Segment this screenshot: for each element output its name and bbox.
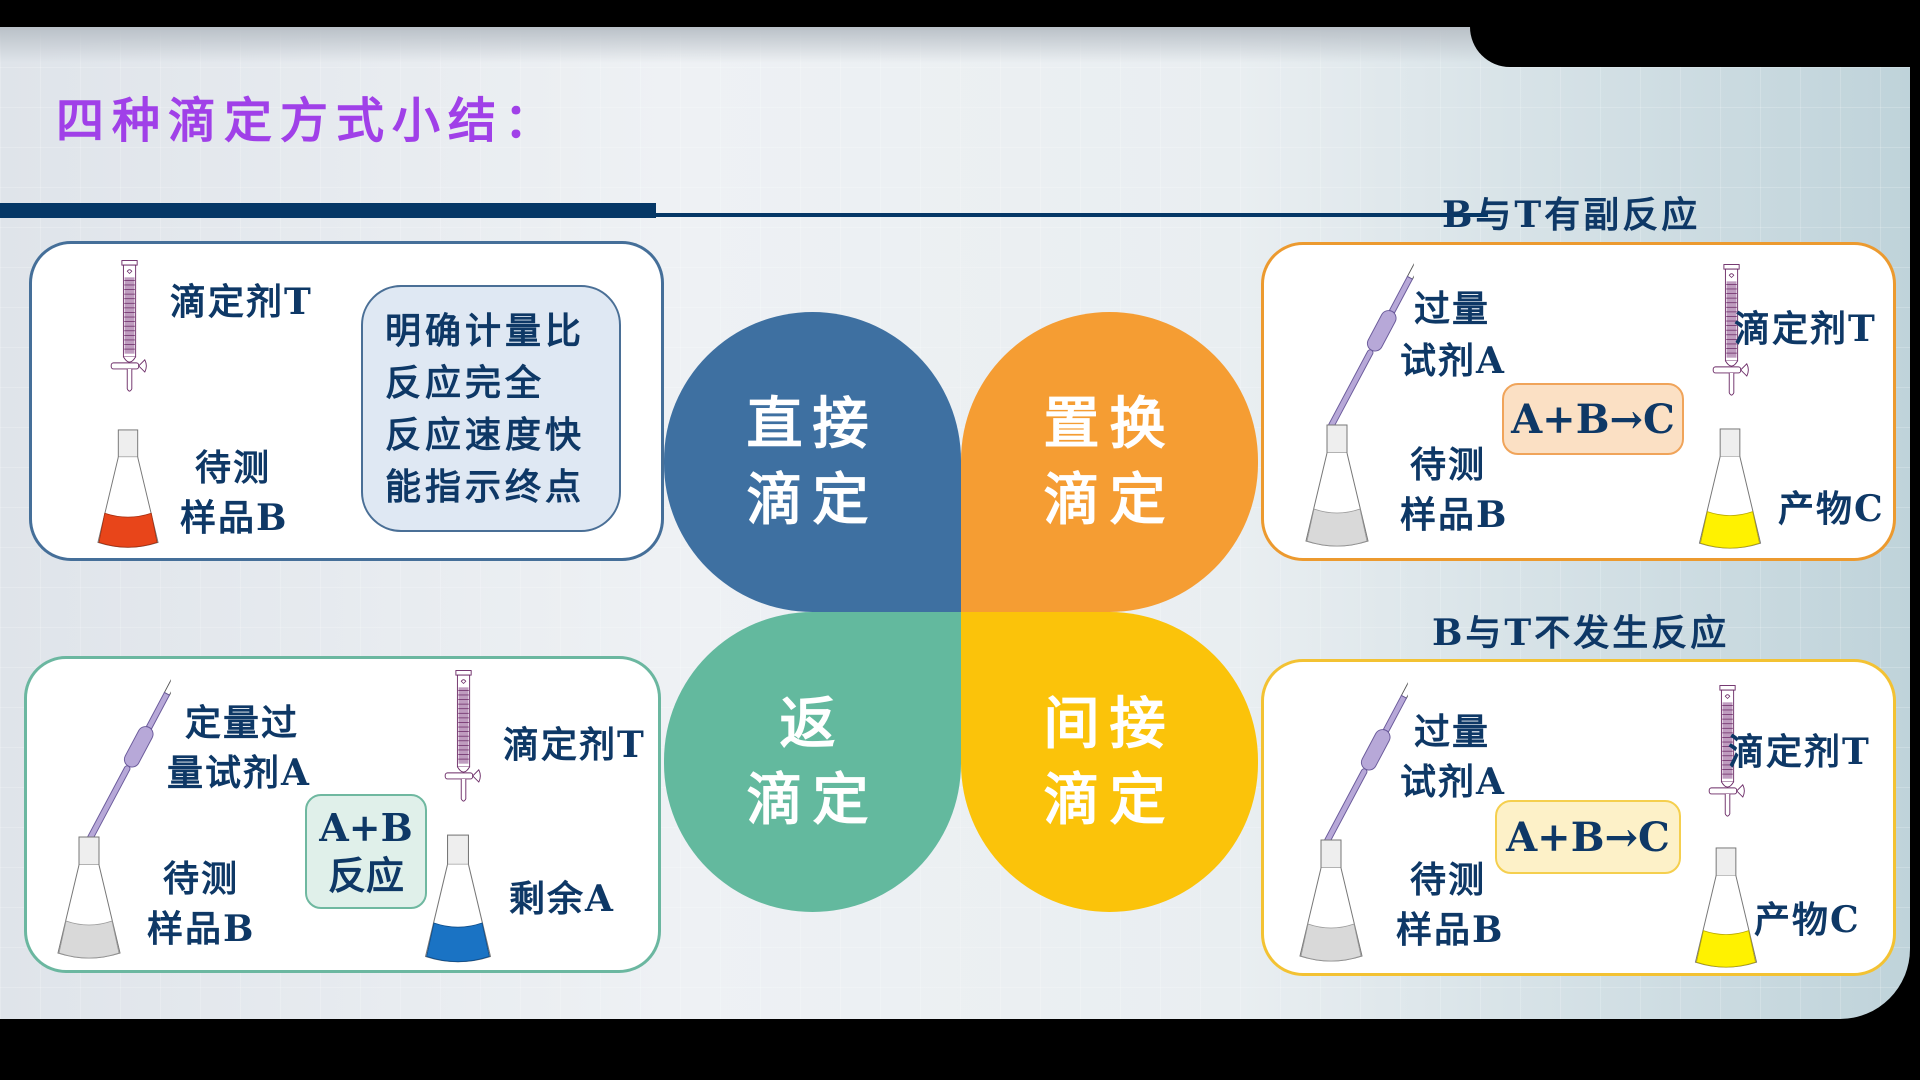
petal-label: 直接 bbox=[746, 391, 879, 457]
flask-icon bbox=[1296, 838, 1366, 968]
indirect-condition-label: B与T不发生反应 bbox=[1432, 612, 1730, 654]
sample-label-line1: 待测 bbox=[195, 447, 272, 489]
reaction-box: A+B 反应 bbox=[305, 794, 427, 909]
reagent-label-line2: 试剂A bbox=[1400, 761, 1506, 803]
burette-icon bbox=[434, 669, 490, 837]
reagent-label-line1: 定量过 bbox=[185, 702, 300, 744]
indirect-titration-card: 过量 试剂A 待测 样品B A+B→C 滴定剂T 产物C bbox=[1261, 659, 1896, 976]
replacement-titration-card: 过量 试剂A 待测 样品B A+B→C 滴定剂T 产物C bbox=[1261, 242, 1896, 561]
petal-label: 间接 bbox=[1043, 691, 1176, 757]
page-title: 四种滴定方式小结： bbox=[56, 93, 561, 149]
petal-indirect-titration: 间接 滴定 bbox=[961, 612, 1258, 912]
reagent-label-line2: 试剂A bbox=[1400, 340, 1506, 382]
reaction-equation: A+B→C bbox=[1506, 813, 1670, 861]
reaction-equation-box: A+B→C bbox=[1495, 800, 1681, 874]
title-underline-thin bbox=[656, 213, 1488, 217]
petal-label: 返 bbox=[779, 691, 846, 757]
petal-back-titration: 返 滴定 bbox=[664, 612, 961, 912]
sample-label-line1: 待测 bbox=[163, 858, 240, 900]
reaction-equation: A+B bbox=[319, 804, 413, 850]
flask-icon bbox=[418, 833, 498, 969]
petal-label: 滴定 bbox=[746, 767, 879, 833]
titrant-label: 滴定剂T bbox=[503, 724, 646, 766]
title-underline-thick bbox=[0, 203, 656, 218]
flask-icon bbox=[54, 835, 124, 965]
direct-titration-card: 滴定剂T 待测 样品B 明确计量比 反应完全 反应速度快 能指示终点 bbox=[29, 241, 664, 561]
titrant-label: 滴定剂T bbox=[1728, 731, 1871, 773]
petal-label: 滴定 bbox=[1043, 767, 1176, 833]
requirement-item: 明确计量比 bbox=[385, 309, 586, 352]
burette-icon bbox=[100, 259, 156, 427]
sample-label-line1: 待测 bbox=[1410, 444, 1487, 486]
reaction-label: 反应 bbox=[327, 852, 404, 898]
sample-label-line2: 样品B bbox=[1400, 494, 1509, 536]
reaction-equation: A+B→C bbox=[1511, 395, 1675, 443]
petal-direct-titration: 直接 滴定 bbox=[664, 312, 961, 612]
sample-label-line1: 待测 bbox=[1410, 859, 1487, 901]
petal-replacement-titration: 置换 滴定 bbox=[961, 312, 1258, 612]
sample-label-line2: 样品B bbox=[180, 497, 289, 539]
slide-tab-notch bbox=[1470, 27, 1910, 67]
product-label: 产物C bbox=[1754, 899, 1861, 941]
petal-label: 滴定 bbox=[746, 467, 879, 533]
flask-icon bbox=[1695, 427, 1765, 555]
titrant-label: 滴定剂T bbox=[1734, 308, 1877, 350]
sample-label-line2: 样品B bbox=[147, 908, 256, 950]
back-titration-card: 定量过 量试剂A 待测 样品B A+B 反应 滴定剂T 剩余A bbox=[24, 656, 661, 973]
petal-label: 置换 bbox=[1043, 391, 1176, 457]
product-label: 产物C bbox=[1778, 488, 1885, 530]
flask-icon bbox=[1302, 423, 1372, 553]
replace-condition-label: B与T有副反应 bbox=[1442, 194, 1701, 236]
requirement-item: 反应速度快 bbox=[385, 413, 586, 456]
requirements-box: 明确计量比 反应完全 反应速度快 能指示终点 bbox=[361, 285, 621, 532]
reaction-equation-box: A+B→C bbox=[1502, 383, 1684, 455]
requirement-item: 反应完全 bbox=[385, 361, 546, 404]
petal-label: 滴定 bbox=[1043, 467, 1176, 533]
requirement-item: 能指示终点 bbox=[385, 465, 586, 508]
reagent-label-line1: 过量 bbox=[1414, 288, 1491, 330]
titrant-label: 滴定剂T bbox=[170, 281, 313, 323]
reagent-label-line1: 过量 bbox=[1414, 711, 1491, 753]
reagent-label-line2: 量试剂A bbox=[167, 752, 311, 794]
flask-icon bbox=[94, 428, 162, 554]
remainder-label: 剩余A bbox=[509, 878, 615, 920]
flask-icon bbox=[1691, 846, 1761, 974]
sample-label-line2: 样品B bbox=[1396, 909, 1505, 951]
